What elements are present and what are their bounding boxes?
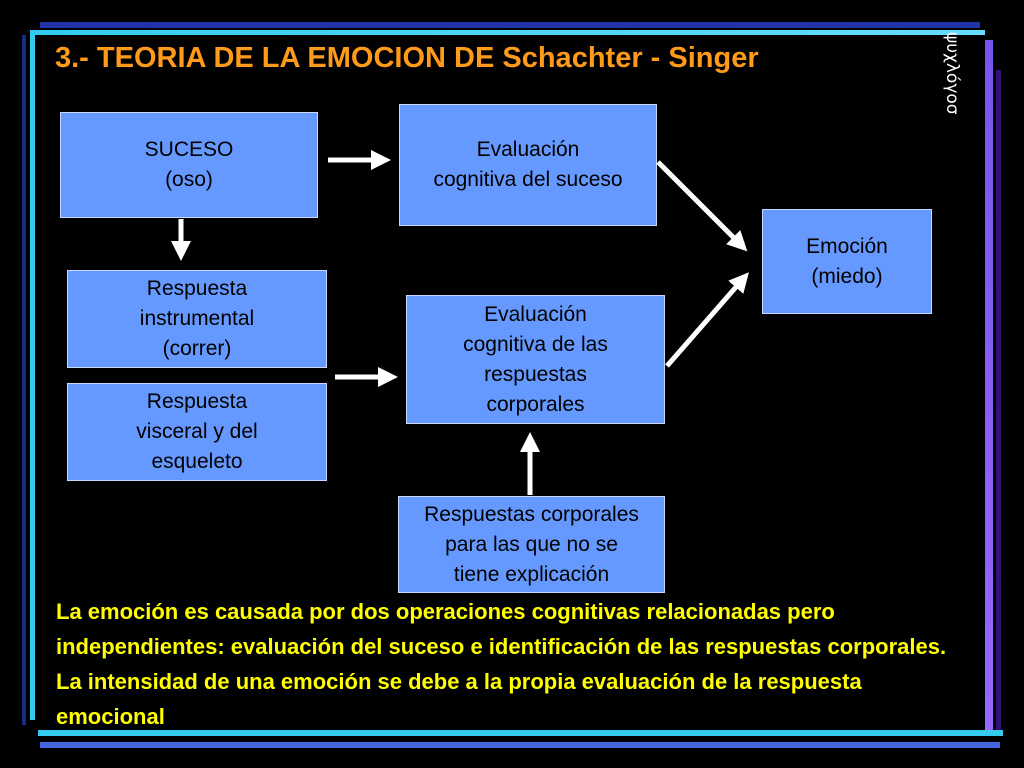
node-evaluacion-suceso-label: Evaluación cognitiva del suceso (433, 138, 623, 191)
node-respuestas-sin-explicacion: Respuestas corporales para las que no se… (398, 496, 665, 593)
frame-top-bar-cyan (30, 30, 985, 35)
node-evaluacion-suceso: Evaluación cognitiva del suceso (399, 104, 657, 226)
node-respuesta-instrumental-label: Respuesta instrumental (correr) (139, 277, 255, 360)
frame-right-bar-purple (985, 40, 993, 730)
frame-left-bar-cyan (30, 30, 35, 720)
node-evaluacion-respuestas: Evaluación cognitiva de las respuestas c… (406, 295, 665, 424)
arrow-evaluacion-suceso-to-emocion (656, 160, 748, 252)
node-respuestas-sin-explicacion-label: Respuestas corporales para las que no se… (424, 502, 639, 586)
node-respuesta-instrumental: Respuesta instrumental (correr) (67, 270, 327, 368)
node-emocion: Emoción (miedo) (762, 209, 932, 314)
node-evaluacion-respuestas-label: Evaluación cognitiva de las respuestas c… (463, 302, 608, 416)
node-respuesta-visceral: Respuesta visceral y del esqueleto (67, 383, 327, 481)
node-suceso-label: SUCESO (oso) (144, 138, 234, 191)
frame-bottom-bar-cyan (38, 730, 1003, 736)
node-respuesta-visceral-label: Respuesta visceral y del esqueleto (136, 390, 258, 473)
frame-left-bar-dark (22, 35, 26, 725)
node-suceso: SUCESO (oso) (60, 112, 318, 218)
explanation-note: La emoción es causada por dos operacione… (56, 599, 947, 729)
arrow-evaluacion-respuestas-to-emocion (665, 272, 749, 368)
frame-top-bar-dark (40, 22, 980, 28)
slide-title: 3.- TEORIA DE LA EMOCION DE Schachter - … (55, 42, 759, 74)
frame-bottom-bar-blue (40, 742, 1000, 748)
frame-right-bar-dark (996, 70, 1001, 730)
node-emocion-label: Emoción (miedo) (806, 234, 888, 288)
